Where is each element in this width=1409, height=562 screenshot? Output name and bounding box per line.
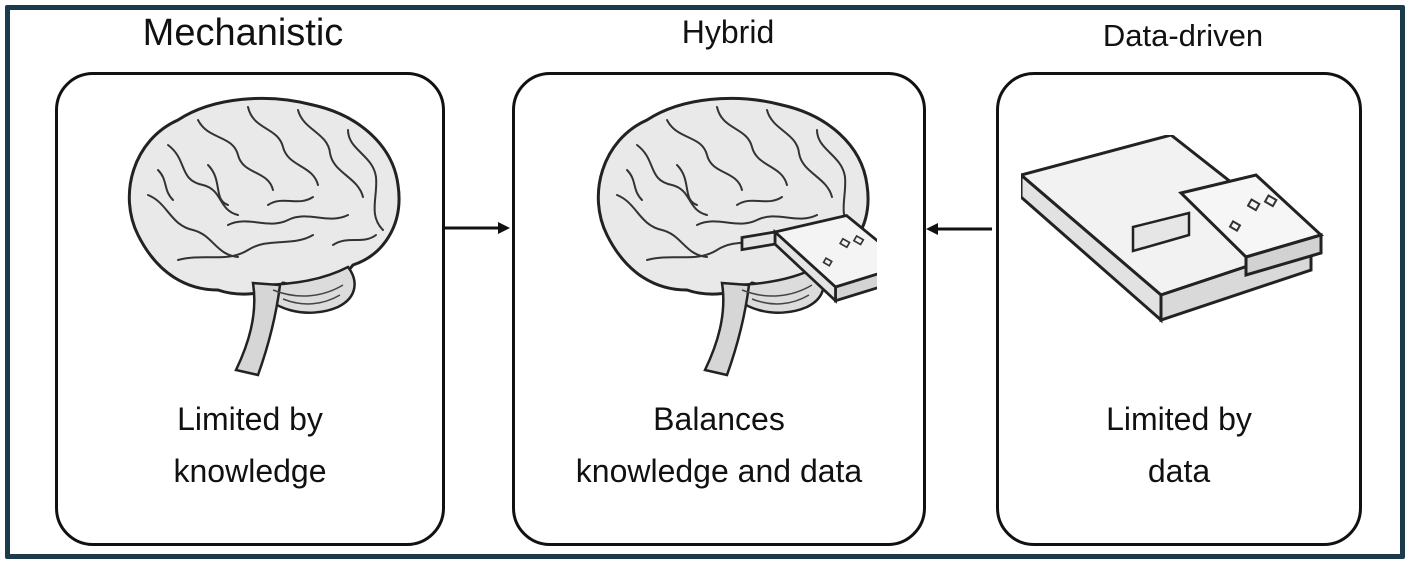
brain-with-usb-icon: [596, 96, 877, 377]
hybrid-caption-line2: knowledge and data: [575, 453, 863, 489]
hybrid-panel: Balances knowledge and data: [512, 72, 926, 546]
data-driven-caption-line2: data: [1147, 453, 1211, 489]
hybrid-title: Hybrid: [681, 14, 775, 50]
arrow-data-driven-to-hybrid: [926, 223, 992, 235]
data-driven-caption-line1: Limited by: [1106, 401, 1252, 437]
data-driven-caption: Limited by data: [999, 393, 1359, 497]
hybrid-caption: Balances knowledge and data: [515, 393, 923, 497]
mechanistic-caption-line1: Limited by: [177, 401, 323, 437]
arrow-mechanistic-to-hybrid: [444, 222, 510, 234]
data-driven-title: Data-driven: [1102, 18, 1264, 53]
usb-drive-icon: [1021, 135, 1324, 322]
data-driven-panel: Limited by data: [996, 72, 1362, 546]
hybrid-caption-line1: Balances: [653, 401, 785, 437]
mechanistic-title: Mechanistic: [142, 12, 344, 54]
mechanistic-caption-line2: knowledge: [173, 453, 327, 489]
mechanistic-caption: Limited by knowledge: [58, 393, 442, 497]
brain-icon: [127, 96, 401, 377]
mechanistic-panel: Limited by knowledge: [55, 72, 445, 546]
